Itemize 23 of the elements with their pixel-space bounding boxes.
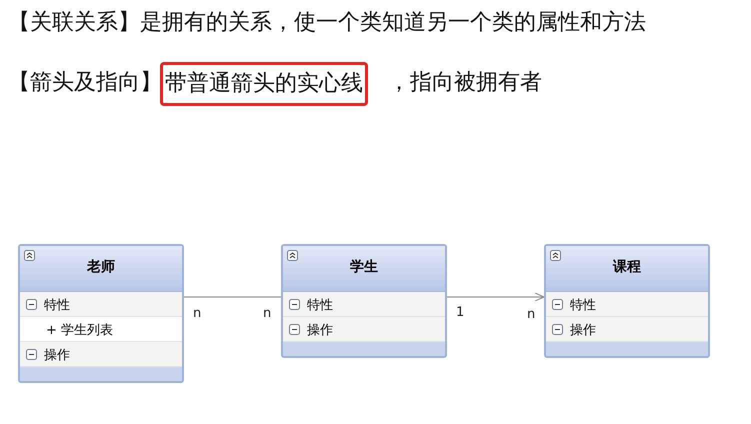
multiplicity-label: n	[263, 306, 272, 321]
compartment-label: 特性	[570, 297, 596, 314]
class-box	[18, 244, 184, 383]
class-box	[544, 244, 710, 358]
compartment-label: 操作	[570, 322, 596, 339]
compartment-label: 特性	[44, 297, 70, 314]
multiplicity-label: n	[193, 306, 202, 321]
class-name: 学生	[349, 258, 379, 276]
compartment-label: 特性	[307, 297, 333, 314]
association-line	[184, 296, 281, 298]
heading-text: 【箭头及指向】	[8, 69, 162, 97]
heading-text: 【关联关系】是拥有的关系，使一个类知道另一个类的属性和方法	[8, 9, 646, 37]
compartment-label: 操作	[307, 322, 333, 339]
class-box	[281, 244, 447, 358]
multiplicity-label: n	[527, 307, 536, 322]
class-name: 老师	[86, 258, 116, 276]
highlight-box: 带普通箭头的实心线	[160, 62, 368, 106]
association-arrow	[447, 292, 544, 302]
compartment-label: 操作	[44, 347, 70, 364]
description-text: ，指向被拥有者	[388, 69, 542, 97]
attribute-text: + 学生列表	[46, 322, 114, 339]
multiplicity-label: 1	[456, 305, 464, 320]
class-name: 课程	[612, 258, 642, 276]
